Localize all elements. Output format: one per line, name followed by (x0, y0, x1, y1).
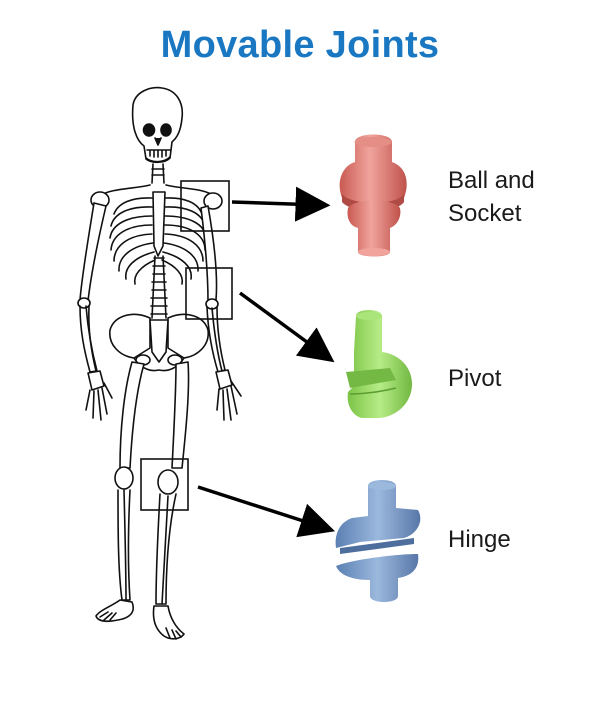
ball-and-socket-label: Ball and Socket (448, 164, 535, 230)
pivot-label: Pivot (448, 362, 501, 395)
arrow-to-pivot (240, 293, 326, 356)
hinge-joint-icon (336, 480, 421, 602)
skeleton-illustration (78, 88, 241, 639)
arrow-to-hinge (198, 487, 325, 528)
hinge-label: Hinge (448, 523, 511, 556)
pivot-joint-icon (346, 310, 412, 418)
ball-and-socket-joint-icon (340, 135, 407, 257)
arrow-to-ball-and-socket (232, 202, 320, 205)
ball-and-socket-label-line1: Ball and (448, 164, 535, 197)
ball-and-socket-label-line2: Socket (448, 197, 535, 230)
